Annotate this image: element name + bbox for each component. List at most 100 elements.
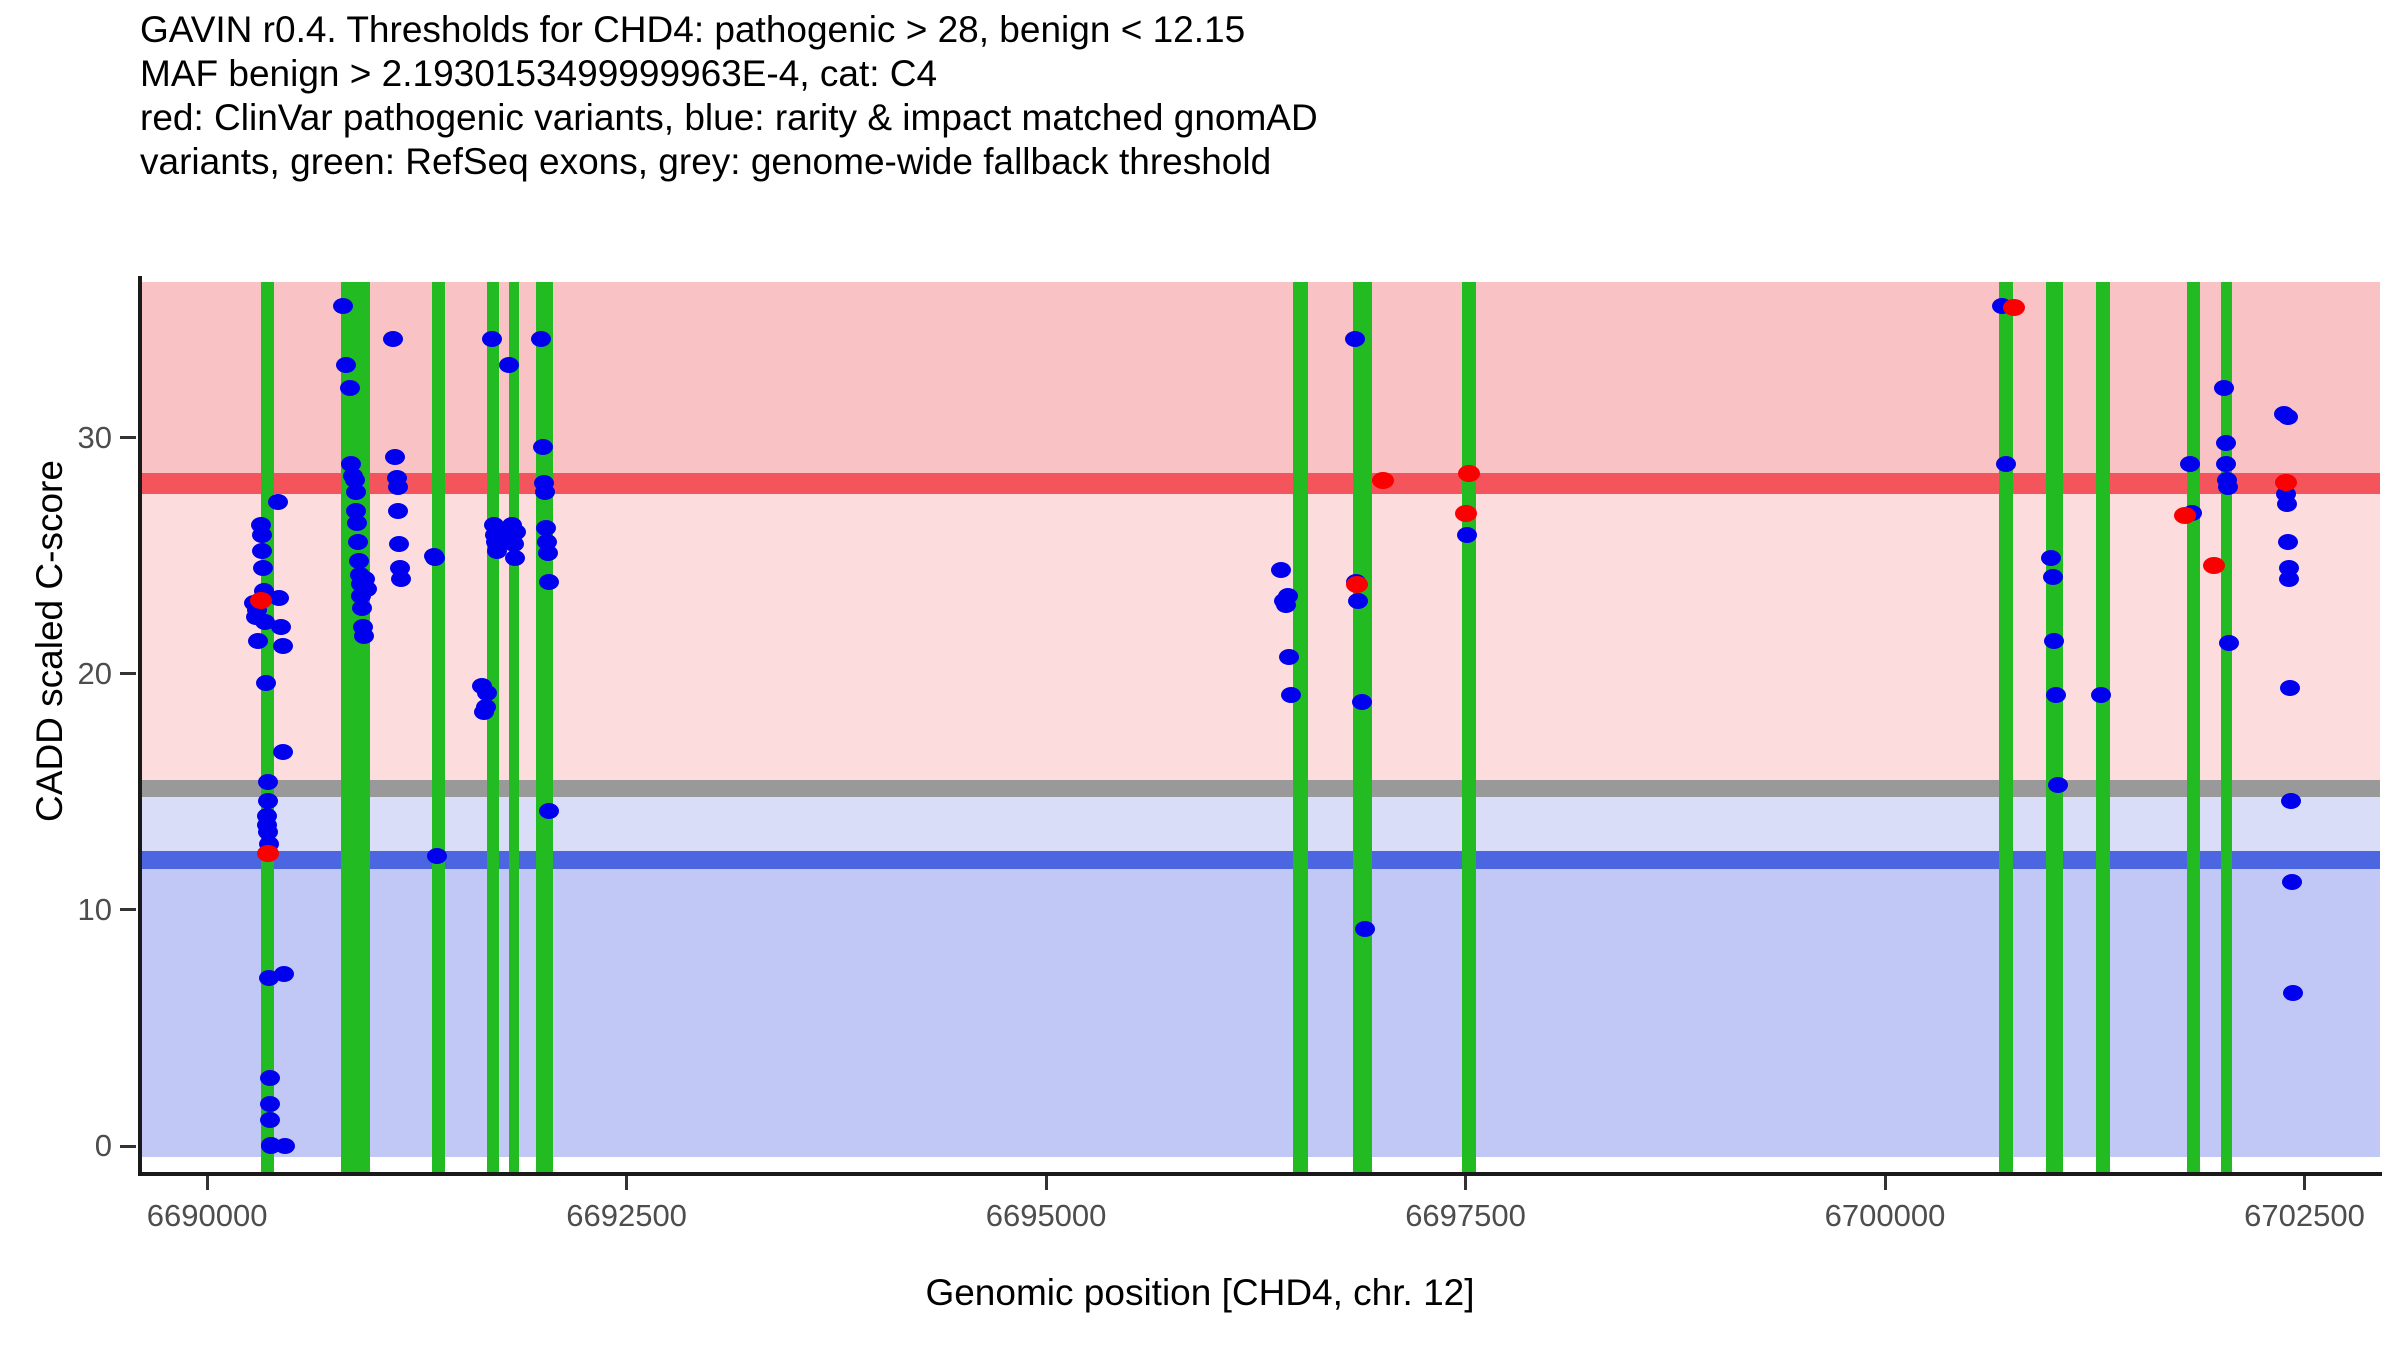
clinvar-pathogenic-point [2174, 507, 2197, 525]
gnomad-variant-point [260, 1112, 281, 1129]
refseq-exon-bar [1999, 282, 2013, 1172]
clinvar-pathogenic-point [257, 844, 280, 862]
x-tick-mark [1883, 1176, 1887, 1190]
y-tick-mark [120, 672, 136, 676]
gnomad-variant-point [504, 536, 525, 553]
gnomad-variant-point [482, 330, 503, 347]
refseq-exon-bar [341, 282, 370, 1172]
gnomad-variant-point [267, 493, 288, 510]
gnomad-variant-point [1457, 526, 1478, 543]
gnomad-variant-point [388, 502, 409, 519]
pathogenic-upper-band [140, 282, 2380, 474]
y-axis-line [138, 276, 142, 1176]
gnomad-variant-point [259, 1095, 280, 1112]
gnomad-variant-point [537, 545, 558, 562]
gnomad-variant-point [505, 550, 525, 567]
gnomad-variant-point [1277, 587, 1298, 604]
gnomad-variant-point [345, 484, 366, 501]
refseq-exon-bar [2220, 282, 2233, 1172]
x-tick-label: 6697500 [1405, 1198, 1526, 1233]
gnomad-variant-point [477, 684, 498, 701]
benign-upper-band [140, 796, 2380, 851]
gnomad-variant-point [272, 637, 293, 654]
clinvar-pathogenic-point [249, 592, 272, 610]
gnomad-variant-point [385, 448, 406, 465]
plot-title-block: GAVIN r0.4. Thresholds for CHD4: pathoge… [140, 8, 2340, 184]
gnomad-variant-point [270, 618, 291, 635]
gnomad-variant-point [2218, 479, 2239, 496]
clinvar-pathogenic-point [1457, 464, 1480, 482]
gnomad-variant-point [2042, 569, 2063, 586]
gnomad-variant-point [354, 628, 374, 645]
pathogenic-threshold-line [140, 473, 2380, 495]
x-tick-label: 6700000 [1824, 1198, 1946, 1233]
gnomad-variant-point [352, 599, 373, 616]
clinvar-pathogenic-point [2202, 556, 2225, 574]
benign-lower-band [140, 868, 2380, 1157]
gnomad-variant-point [2216, 455, 2237, 472]
gnomad-variant-point [347, 514, 368, 531]
refseq-exon-bar [2046, 282, 2063, 1172]
gnomad-variant-point [269, 590, 290, 607]
x-tick-mark [2302, 1176, 2306, 1190]
gnomad-variant-point [487, 543, 508, 560]
gnomad-variant-point [387, 479, 408, 496]
scatter-plot-panel [140, 282, 2380, 1172]
y-tick-label: 30 [77, 419, 112, 455]
gnomad-variant-point [255, 613, 275, 630]
y-axis-title: CADD scaled C-score [29, 460, 70, 822]
gnomad-variant-point [425, 550, 446, 567]
refseq-exon-bar [535, 282, 553, 1172]
x-tick-label: 6695000 [985, 1198, 1107, 1233]
gnomad-variant-point [255, 675, 276, 692]
gnomad-variant-point [1281, 687, 1302, 704]
gnomad-variant-point [259, 970, 280, 987]
gnomad-variant-point [2046, 687, 2067, 704]
gnomad-variant-point [499, 356, 520, 373]
gnomad-variant-point [2281, 873, 2302, 890]
gnomad-variant-point [2279, 571, 2300, 588]
clinvar-pathogenic-point [1372, 471, 1395, 489]
clinvar-pathogenic-point [2003, 299, 2026, 317]
y-tick-mark [120, 1144, 136, 1148]
gnomad-variant-point [532, 439, 553, 456]
refseq-exon-bar [1292, 282, 1308, 1172]
title-line-1: GAVIN r0.4. Thresholds for CHD4: pathoge… [140, 9, 1246, 50]
refseq-exon-bar [1462, 282, 1476, 1172]
x-tick-mark [205, 1176, 209, 1190]
x-tick-label: 6702500 [2244, 1198, 2365, 1233]
refseq-exon-bar [260, 282, 275, 1172]
refseq-exon-bar [509, 282, 520, 1172]
gnomad-variant-point [389, 536, 410, 553]
gnomad-variant-point [2280, 680, 2301, 697]
x-tick-mark [625, 1176, 629, 1190]
gnomad-variant-point [248, 632, 269, 649]
gnomad-variant-point [475, 698, 496, 715]
y-tick-mark [120, 908, 136, 912]
title-line-4: variants, green: RefSeq exons, grey: gen… [140, 141, 1272, 182]
gnomad-variant-point [257, 774, 278, 791]
gnomad-variant-point [538, 573, 559, 590]
gnomad-variant-point [339, 380, 360, 397]
gnomad-variant-point [275, 1138, 296, 1155]
gnomad-variant-point [2091, 687, 2112, 704]
gnomad-variant-point [251, 526, 272, 543]
y-tick-label: 10 [77, 891, 112, 927]
gnomad-variant-point [348, 533, 369, 550]
gnomad-variant-point [1344, 330, 1365, 347]
gnomad-variant-point [2276, 495, 2297, 512]
y-tick-mark [120, 436, 136, 440]
refseq-exon-bar [431, 282, 446, 1172]
benign-threshold-line [140, 850, 2380, 869]
refseq-exon-bar [1353, 282, 1372, 1172]
x-tick-label: 6690000 [146, 1198, 268, 1233]
fallback-threshold-line [140, 780, 2380, 797]
gnomad-variant-point [274, 965, 295, 982]
gnomad-variant-point [2044, 632, 2065, 649]
gnomad-variant-point [2282, 984, 2303, 1001]
gnomad-variant-point [273, 743, 294, 760]
y-tick-label: 20 [77, 655, 112, 691]
gnomad-variant-point [333, 297, 354, 314]
gnomad-variant-point [253, 559, 274, 576]
